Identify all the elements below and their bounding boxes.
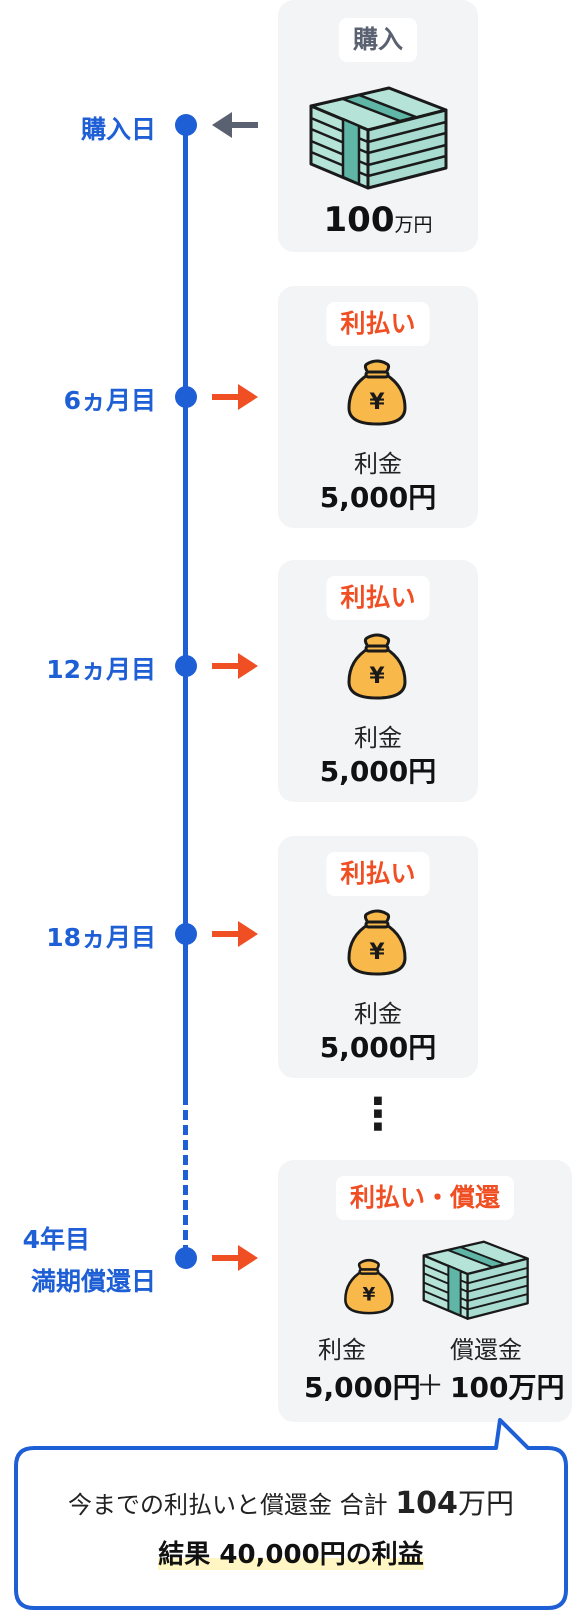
interest-label: 利金	[354, 1000, 402, 1028]
timeline-dot-12m	[175, 655, 197, 677]
interest-card: 利払い 利金 5,000円	[278, 560, 478, 802]
timeline-label-purchase: 購入日	[80, 115, 156, 144]
interest-badge: 利払い	[326, 302, 430, 346]
maturity-card: 利払い・償還 利金 償還金 5,000円 ＋ 100万円	[278, 1160, 572, 1422]
timeline-label-maturity-year: 4年目	[22, 1225, 90, 1254]
arrow-right-icon	[212, 384, 258, 410]
summary-line-2: 結果 40,000円の利益	[158, 1540, 424, 1570]
arrow-right-icon	[212, 1245, 258, 1271]
timeline-label-6m: 6ヵ月目	[63, 386, 156, 415]
timeline-dot-6m	[175, 386, 197, 408]
timeline-dot-18m	[175, 923, 197, 945]
interest-label: 利金	[354, 450, 402, 478]
money-bag-yen-icon	[347, 909, 407, 976]
timeline-line	[183, 125, 188, 1095]
interest-badge: 利払い	[326, 576, 430, 620]
timeline-label-maturity: 満期償還日	[30, 1267, 156, 1296]
interest-card: 利払い 利金 5,000円	[278, 286, 478, 528]
interest-badge: 利払い	[326, 852, 430, 896]
interest-label: 利金	[354, 724, 402, 752]
money-stack-icon	[309, 86, 448, 190]
maturity-redemption-amount: 100万円	[450, 1371, 565, 1404]
timeline-dot-maturity	[175, 1247, 197, 1269]
purchase-card: 購入 100万円	[278, 0, 478, 252]
timeline-dot-purchase	[175, 114, 197, 136]
money-bag-yen-icon	[344, 1258, 394, 1315]
maturity-badge: 利払い・償還	[335, 1176, 515, 1220]
arrow-right-icon	[212, 921, 258, 947]
interest-amount: 5,000円	[319, 1031, 437, 1064]
purchase-badge: 購入	[338, 18, 418, 62]
money-bag-yen-icon	[347, 359, 407, 426]
arrow-left-icon	[212, 112, 258, 138]
money-bag-yen-icon	[347, 633, 407, 700]
maturity-redemption-label: 償還金	[450, 1336, 522, 1364]
money-stack-icon	[422, 1240, 529, 1320]
interest-amount: 5,000円	[319, 755, 437, 788]
timeline-label-12m: 12ヵ月目	[46, 655, 156, 684]
callout-bubble	[14, 1418, 568, 1610]
arrow-right-icon	[212, 653, 258, 679]
maturity-interest-amount: 5,000円	[304, 1371, 421, 1404]
ellipsis: ⋮	[356, 1089, 400, 1140]
summary-line-1: 今までの利払いと償還金 合計 104万円	[68, 1486, 514, 1521]
plus-sign: ＋	[416, 1369, 445, 1402]
maturity-interest-label: 利金	[318, 1336, 366, 1364]
purchase-amount: 100万円	[323, 200, 433, 240]
interest-amount: 5,000円	[319, 481, 437, 514]
timeline-dashed-line	[183, 1095, 188, 1255]
timeline-label-18m: 18ヵ月目	[46, 923, 156, 952]
interest-card: 利払い 利金 5,000円	[278, 836, 478, 1078]
